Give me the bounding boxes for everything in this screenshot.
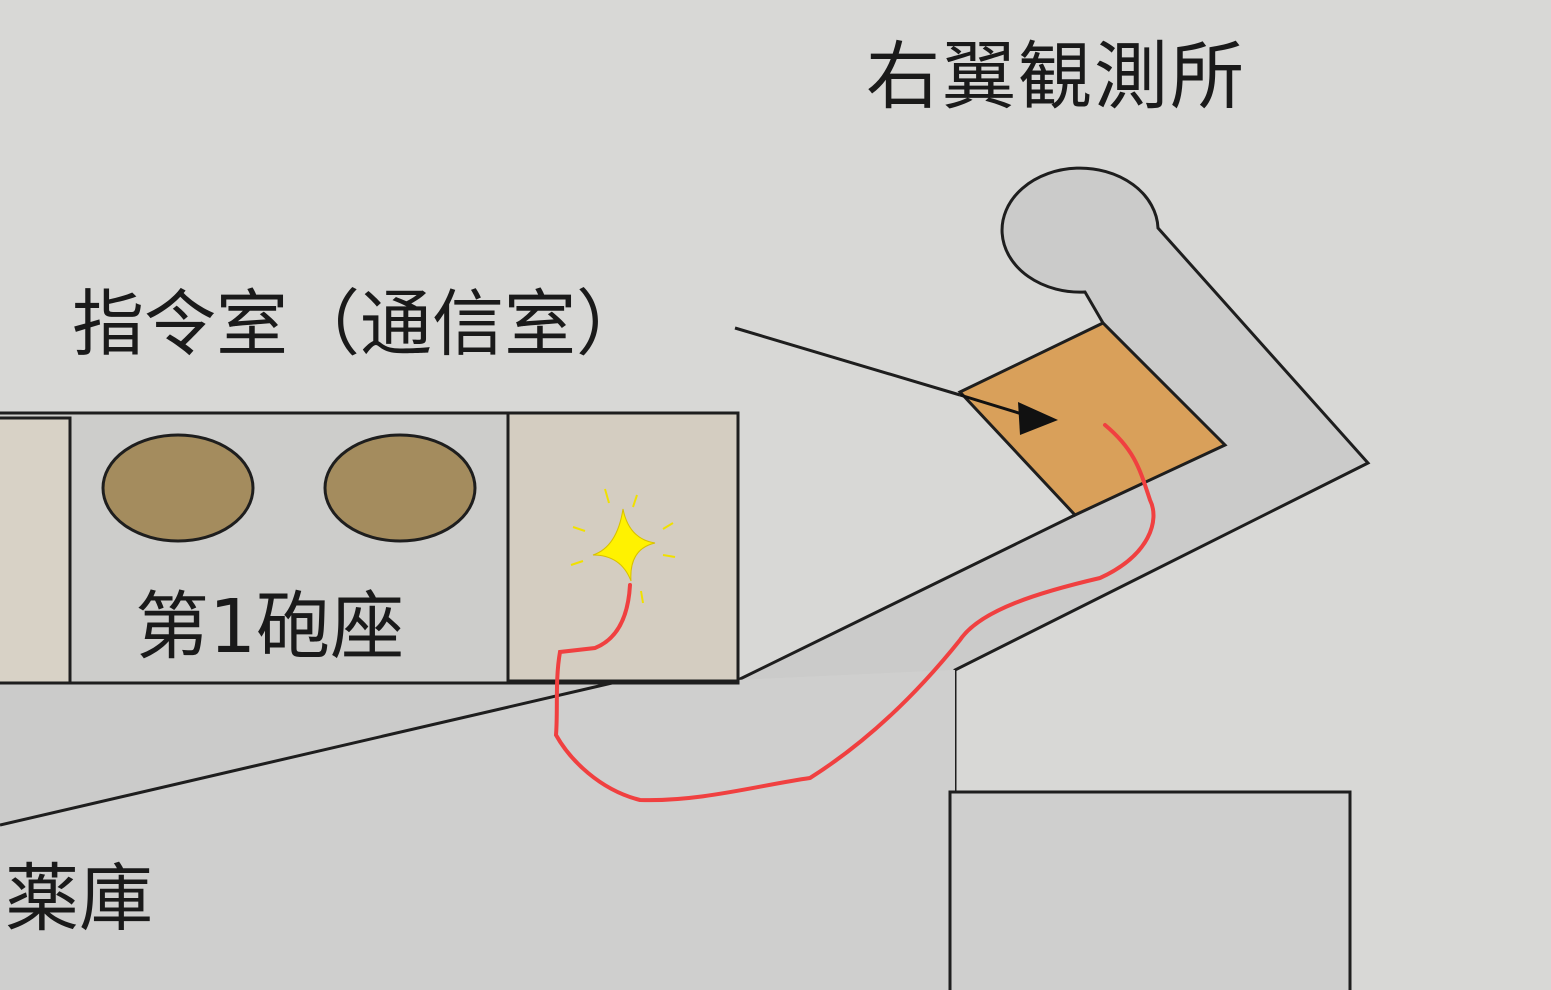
label-command-room: 指令室（通信室） — [72, 282, 649, 366]
route-path — [553, 423, 1156, 803]
gun-pit — [323, 433, 477, 543]
diagonal-wall — [0, 681, 613, 827]
lower-right-room — [948, 790, 1352, 990]
left-room — [0, 416, 72, 685]
gun-pit — [101, 433, 255, 543]
corridor-outline — [737, 166, 1371, 990]
arrow-icon — [1018, 402, 1058, 435]
sparkle-icon — [570, 488, 676, 604]
label-gun-emplacement-1: 第1砲座 — [135, 584, 405, 670]
corridor-corner — [0, 670, 955, 990]
label-right-wing-observatory: 右翼観測所 — [866, 34, 1246, 120]
label-magazine: 薬庫 — [5, 856, 153, 942]
leader-line — [734, 326, 961, 397]
command-room — [957, 321, 1228, 517]
